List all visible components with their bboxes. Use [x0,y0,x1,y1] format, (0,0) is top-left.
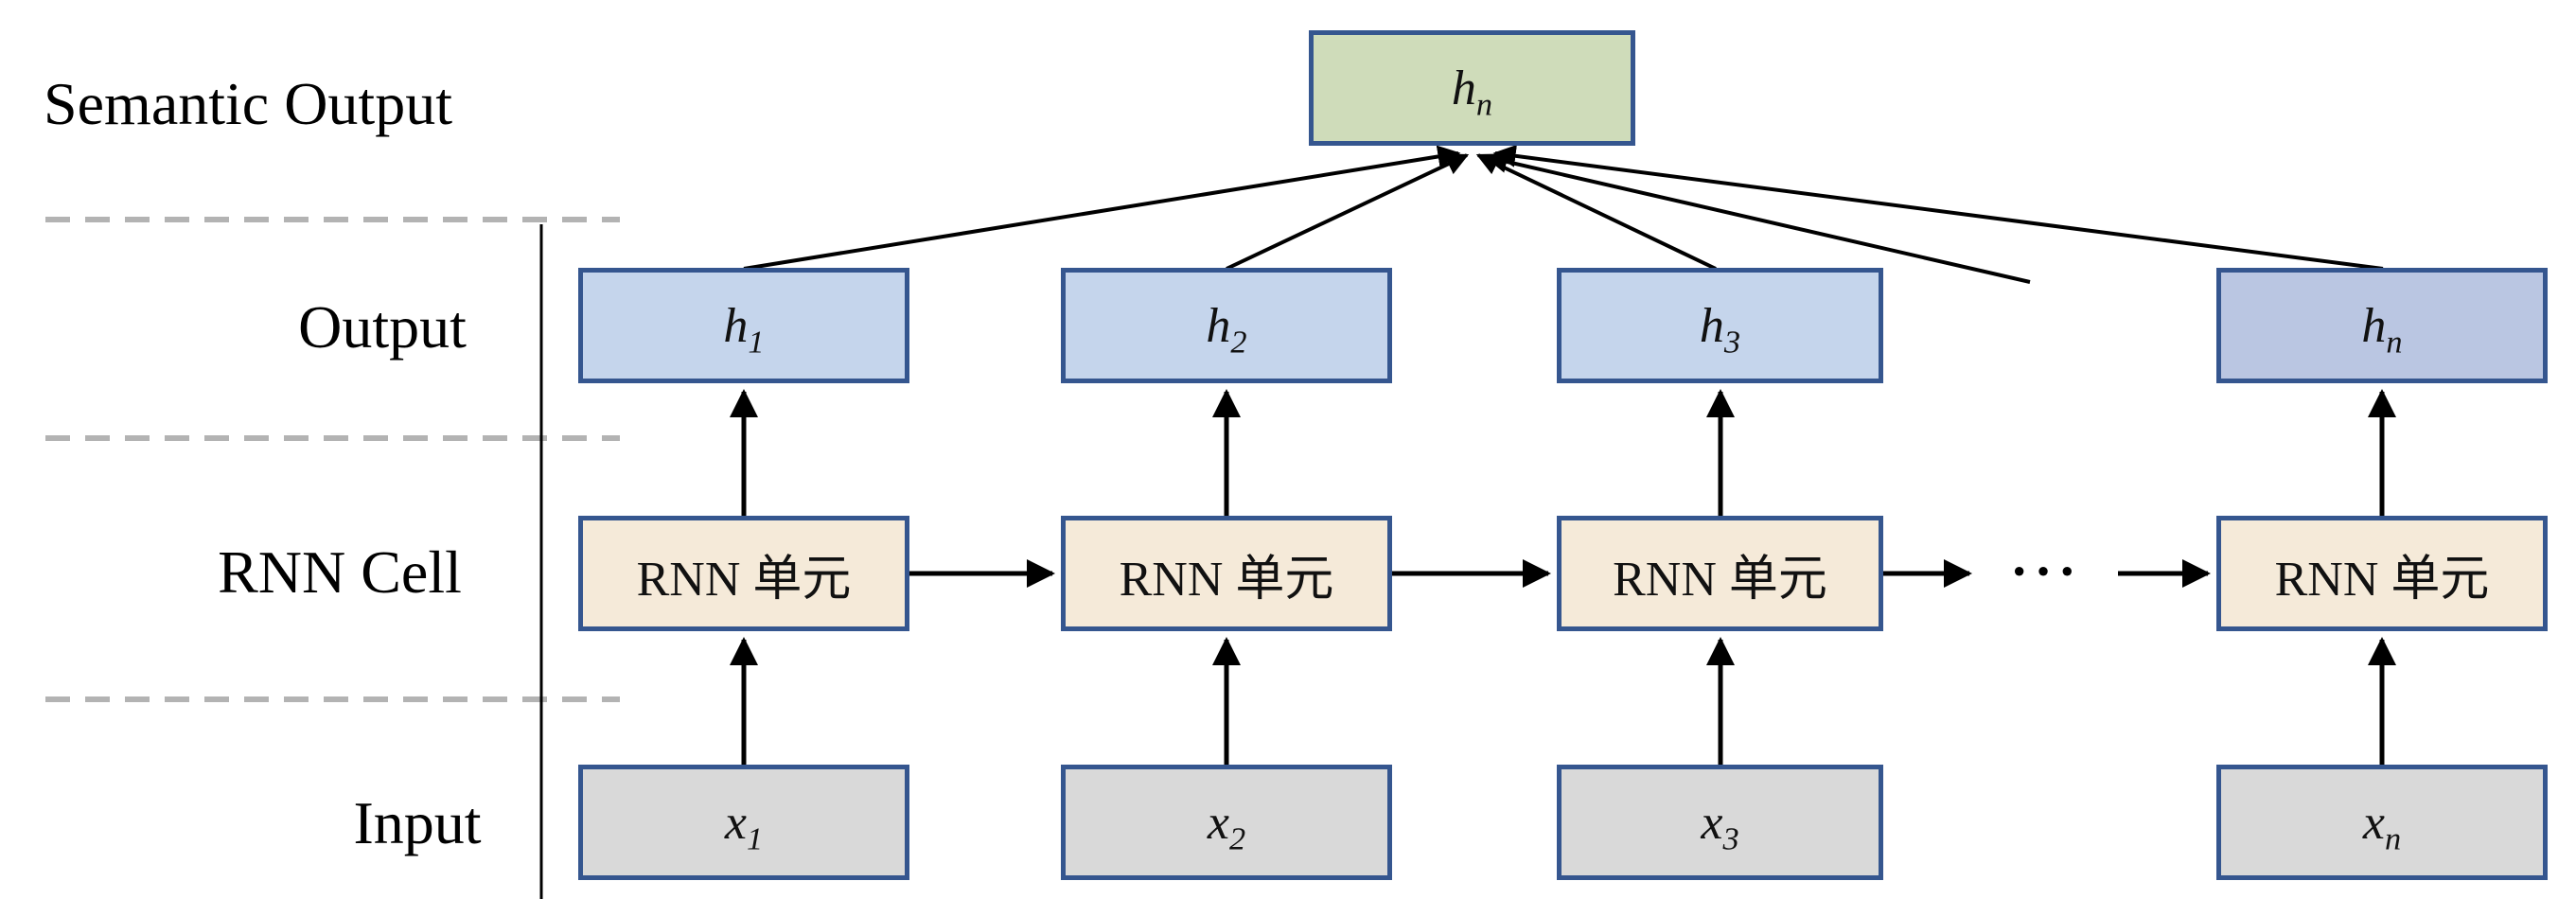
rnn-cell-3-label: RNN 单元 [1613,552,1827,607]
x2-label: x2 [1207,795,1246,856]
h3-label: h3 [1699,298,1741,360]
rnn-cell-box-2: RNN 单元 [1061,516,1392,631]
rnn-cell-box-3: RNN 单元 [1557,516,1883,631]
hn-label: hn [2361,298,2403,360]
h2-label: h2 [1206,298,1247,360]
row-label-output: Output [298,293,467,361]
line-h2-to-semantic [1226,153,1470,271]
input-box-x3: x3 [1557,765,1883,880]
rnn-cell-box-n: RNN 单元 [2216,516,2548,631]
x1-label: x1 [724,795,764,856]
output-box-h1: h1 [578,268,909,383]
output-box-h3: h3 [1557,268,1883,383]
rnn-cell-box-1: RNN 单元 [578,516,909,631]
row-label-rnn-cell: RNN Cell [218,538,462,606]
output-box-h2: h2 [1061,268,1392,383]
input-box-x2: x2 [1061,765,1392,880]
ellipsis-label: ··· [2009,539,2083,602]
rnn-cell-n-label: RNN 单元 [2274,552,2490,607]
x3-label: x3 [1701,795,1739,856]
semantic-output-box: hn [1309,30,1635,146]
h1-label: h1 [723,298,765,360]
row-label-semantic-output: Semantic Output [44,70,452,137]
line-h1-to-semantic [743,145,1461,271]
line-hn-to-semantic [1492,144,2384,271]
output-box-hn: hn [2216,268,2548,383]
xn-label: xn [2362,795,2402,856]
input-box-x1: x1 [578,765,909,880]
rnn-cell-2-label: RNN 单元 [1119,552,1334,607]
rnn-cell-1-label: RNN 单元 [636,552,852,607]
row-label-input: Input [353,789,482,856]
semantic-output-label: hn [1451,61,1493,122]
line-hidden-to-semantic [1484,150,2031,284]
line-h3-to-semantic [1475,153,1717,271]
input-box-xn: xn [2216,765,2548,880]
